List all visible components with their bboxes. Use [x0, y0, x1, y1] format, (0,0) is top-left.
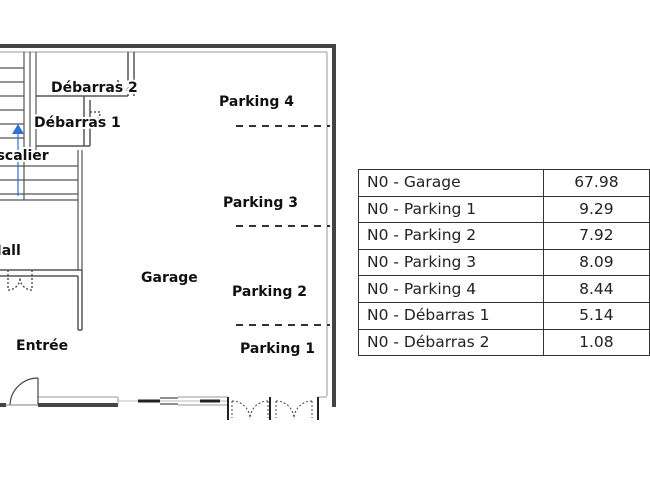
- room-label-debarras2: Débarras 2: [51, 80, 138, 96]
- room-label-parking1: Parking 1: [240, 341, 315, 357]
- staircase: [0, 52, 83, 270]
- area-value: 8.44: [542, 275, 650, 303]
- area-name: N0 - Débarras 2: [358, 328, 544, 357]
- room-label-entree: Entrée: [16, 338, 68, 354]
- area-name: N0 - Parking 3: [358, 248, 544, 277]
- area-value: 8.09: [542, 248, 650, 277]
- room-label-parking2: Parking 2: [232, 284, 307, 300]
- storage-walls: [36, 52, 135, 147]
- room-label-hall: Hall: [0, 243, 21, 259]
- entrance-door: [6, 377, 39, 406]
- area-name: N0 - Débarras 1: [358, 301, 544, 330]
- room-label-parking4: Parking 4: [219, 94, 294, 110]
- area-name: N0 - Parking 1: [358, 195, 544, 224]
- area-name: N0 - Parking 2: [358, 222, 544, 250]
- area-value: 5.14: [542, 301, 650, 330]
- bottom-openings: [138, 397, 220, 405]
- outer-walls: [0, 44, 336, 407]
- room-label-garage: Garage: [141, 270, 198, 286]
- area-name: N0 - Garage: [358, 169, 544, 197]
- area-value: 1.08: [542, 328, 650, 357]
- room-label-escalier: Escalier: [0, 148, 49, 164]
- area-value: 67.98: [542, 169, 650, 197]
- parking-separators: [236, 125, 330, 326]
- area-value: 9.29: [542, 195, 650, 224]
- hall-walls: [0, 269, 83, 331]
- area-value: 7.92: [542, 222, 650, 250]
- room-label-parking3: Parking 3: [223, 195, 298, 211]
- stair-arrow-icon: [12, 124, 24, 196]
- area-name: N0 - Parking 4: [358, 275, 544, 303]
- room-label-debarras1: Débarras 1: [34, 115, 121, 131]
- garage-door-swings: [227, 397, 319, 420]
